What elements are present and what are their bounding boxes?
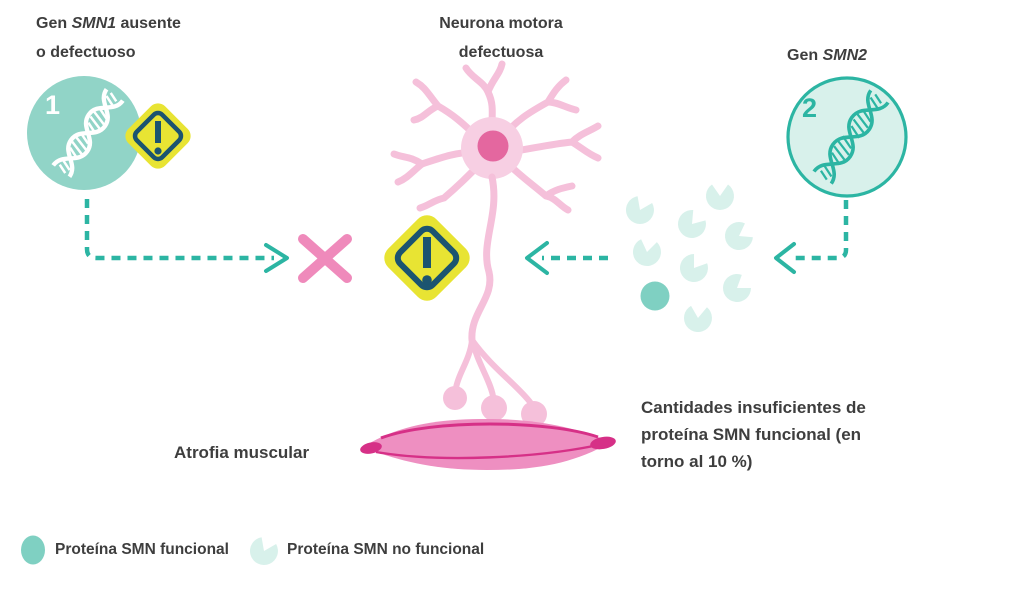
muscle-tip-left — [360, 442, 382, 454]
arrow-from-smn2-line — [791, 200, 849, 261]
arrow-from-smn1-head-icon — [264, 243, 289, 273]
insufficient-protein-line1: Cantidades insuficientes de — [641, 398, 866, 417]
functional-protein — [640, 281, 670, 311]
smn1-label-suffix: ausente — [116, 15, 181, 32]
smn1-label: Gen SMN1 ausente o defectuoso — [36, 9, 256, 67]
smn1-dna-icon — [51, 87, 125, 179]
muscle-line-mid — [375, 442, 604, 460]
smn1-label-line1: Gen SMN1 ausente — [36, 9, 256, 38]
legend-item-functional: Proteína SMN funcional — [20, 533, 229, 567]
insufficient-protein-line3: torno al 10 %) — [641, 452, 753, 471]
arrow-from-proteins-head-icon — [525, 241, 549, 275]
arrow-from-smn1-line — [84, 199, 274, 261]
smn1-number: 1 — [45, 90, 60, 120]
muscle-line-top — [380, 422, 599, 440]
muscle-body — [363, 419, 611, 470]
axon-branches — [453, 337, 533, 405]
muscle-atrophy-label: Atrofia muscular — [174, 443, 310, 462]
smn1-label-prefix: Gen — [36, 15, 72, 32]
smn1-label-gene: SMN1 — [71, 15, 117, 32]
muscle-tip-right — [590, 436, 616, 450]
smn1-warning-icon — [125, 103, 191, 169]
smn2-gene-icon: 2 — [786, 76, 908, 198]
smn2-label: Gen SMN2 — [787, 41, 947, 70]
neuron-nucleus — [477, 130, 509, 162]
motor-neuron-label-line2: defectuosa — [458, 44, 544, 61]
blocked-cross-icon — [298, 234, 352, 283]
smn1-label-line2: o defectuoso — [36, 44, 136, 61]
legend-nonfunctional-label: Proteína SMN no funcional — [287, 541, 485, 558]
smn2-label-prefix: Gen — [787, 47, 823, 64]
functional-protein-swatch-icon — [21, 535, 45, 565]
smn2-dna-icon — [812, 89, 890, 185]
axon-terminals — [443, 386, 547, 427]
smn1-gene-icon: 1 — [27, 76, 141, 190]
arrow-from-smn2-head-icon — [774, 242, 796, 274]
legend-item-nonfunctional: Proteína SMN no funcional — [249, 533, 484, 567]
flow-arrows — [84, 199, 849, 275]
muscle-illustration — [360, 419, 616, 470]
neuron-axon — [468, 173, 498, 344]
insufficient-protein-line2: proteína SMN funcional (en — [641, 425, 862, 444]
smn2-label-gene: SMN2 — [822, 47, 868, 64]
motor-neuron-label: Neurona motora defectuosa — [390, 9, 612, 67]
protein-cluster — [625, 184, 753, 333]
motor-neuron-illustration — [390, 60, 602, 427]
nonfunctional-protein-swatch-icon — [249, 537, 278, 565]
legend-functional-label: Proteína SMN funcional — [55, 541, 229, 558]
insufficient-protein-label: Cantidades insuficientes de proteína SMN… — [641, 394, 941, 475]
smn2-number: 2 — [802, 93, 817, 123]
nonfunctional-proteins — [625, 184, 753, 333]
neuron-warning-icon — [384, 215, 470, 301]
motor-neuron-label-line1: Neurona motora — [439, 15, 563, 32]
